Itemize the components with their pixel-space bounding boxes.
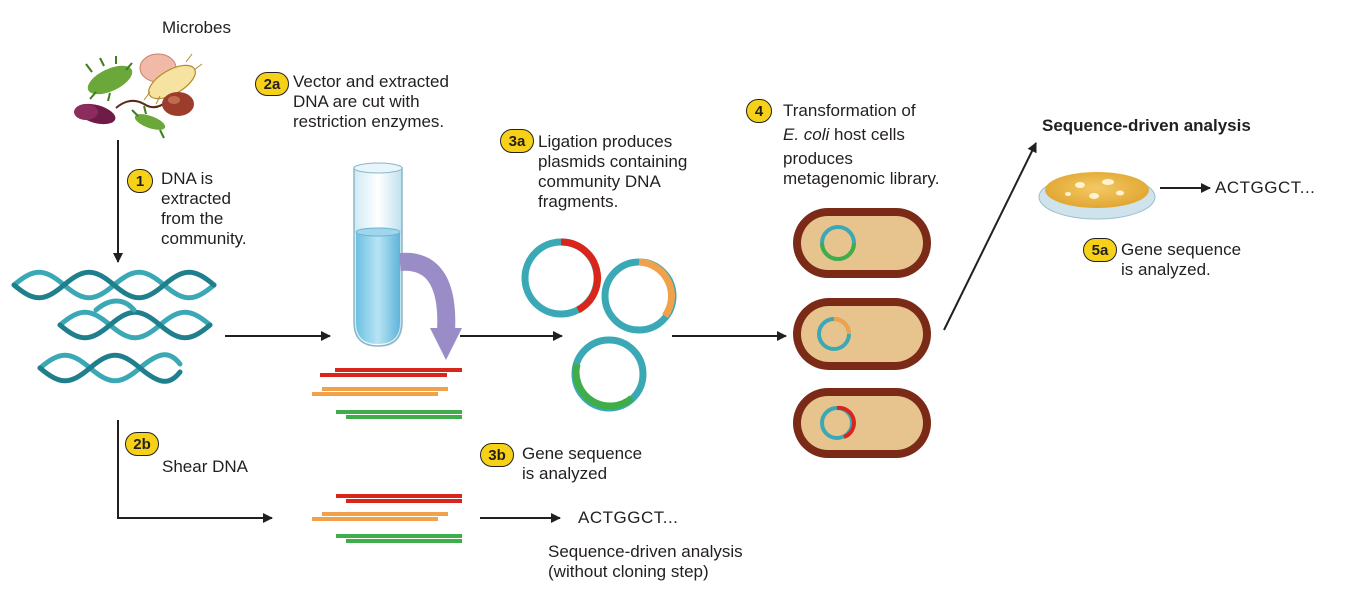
- badge-step-5a: 5a: [1083, 238, 1117, 262]
- badge-step-2a: 2a: [255, 72, 289, 96]
- label-step-2a: Vector and extracted DNA are cut with re…: [293, 72, 449, 131]
- microbes-illustration: [74, 53, 203, 139]
- arrow-to-analysis: [943, 142, 1037, 331]
- plasmids: [521, 238, 677, 412]
- badge-step-3b: 3b: [480, 443, 514, 467]
- dna-fragments-top: [312, 368, 462, 419]
- caption-without-cloning: Sequence-driven analysis (without clonin…: [548, 542, 743, 581]
- arrow-shear: [117, 420, 273, 523]
- label-step-1: DNA is extracted from the community.: [161, 169, 247, 248]
- heading-sequence-driven-analysis: Sequence-driven analysis: [1042, 116, 1251, 135]
- label-host-cells: host cells: [829, 125, 905, 144]
- label-step-5a: Gene sequence is analyzed.: [1121, 240, 1242, 279]
- ecoli-cells: [793, 208, 931, 458]
- badge-step-4: 4: [746, 99, 772, 123]
- badge-step-1: 1: [127, 169, 153, 193]
- badge-step-2b: 2b: [125, 432, 159, 456]
- label-step-2b: Shear DNA: [162, 457, 248, 476]
- test-tube: [353, 162, 462, 360]
- petri-dish: [1038, 172, 1156, 220]
- label-step-4-title: Transformation of: [783, 101, 916, 120]
- label-microbes: Microbes: [162, 18, 231, 37]
- label-ecoli: E. coli: [783, 125, 830, 144]
- label-step-4-rest: produces metagenomic library.: [783, 149, 940, 188]
- sequence-right: ACTGGCT...: [1215, 178, 1316, 197]
- dna-fragments-bottom: [312, 494, 462, 543]
- dna-helices: [11, 269, 217, 384]
- sequence-bottom: ACTGGCT...: [578, 508, 679, 527]
- badge-step-3a: 3a: [500, 129, 534, 153]
- label-step-4-line2: E. coli host cells: [783, 125, 905, 145]
- label-step-3b: Gene sequence is analyzed: [522, 444, 643, 483]
- label-step-3a: Ligation produces plasmids containing co…: [538, 132, 688, 211]
